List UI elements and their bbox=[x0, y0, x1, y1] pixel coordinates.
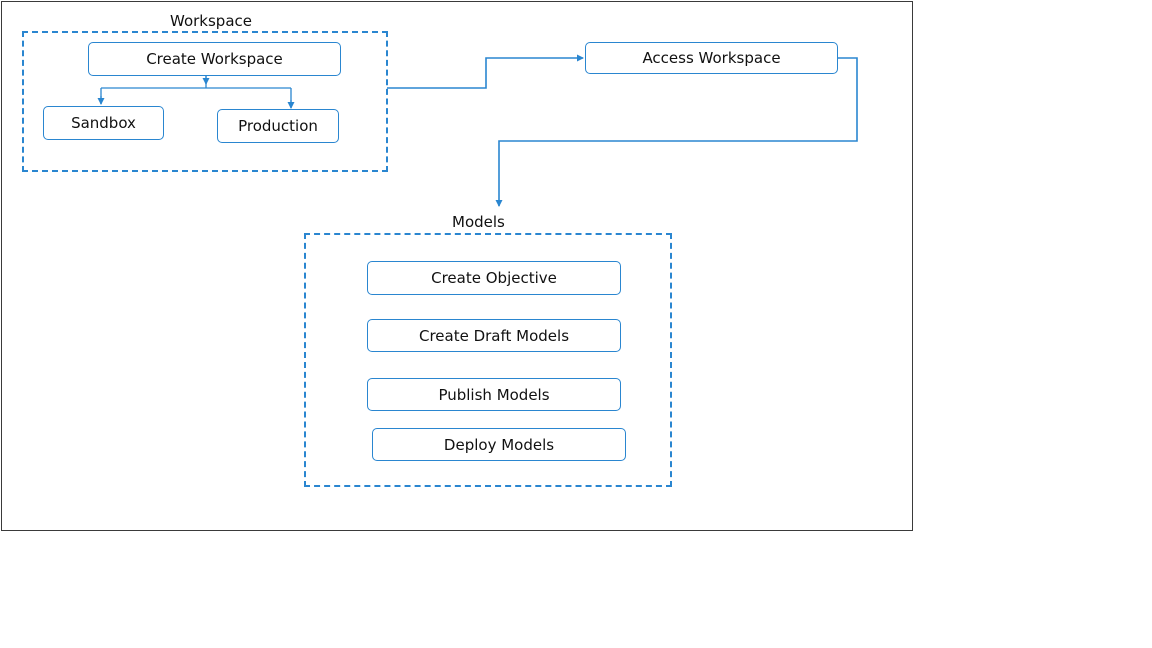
connector-workspace-to-access bbox=[387, 54, 584, 89]
create-workspace-node[interactable]: Create Workspace bbox=[88, 42, 341, 76]
workspace-group bbox=[22, 31, 388, 172]
models-group-label: Models bbox=[452, 213, 505, 231]
connector-access-to-models bbox=[495, 57, 858, 207]
diagram-frame bbox=[1, 1, 913, 531]
create-draft-models-node[interactable]: Create Draft Models bbox=[367, 319, 621, 352]
workspace-group-label: Workspace bbox=[170, 12, 252, 30]
models-group bbox=[304, 233, 672, 487]
access-workspace-node[interactable]: Access Workspace bbox=[585, 42, 838, 74]
publish-models-node[interactable]: Publish Models bbox=[367, 378, 621, 411]
production-node[interactable]: Production bbox=[217, 109, 339, 143]
deploy-models-node[interactable]: Deploy Models bbox=[372, 428, 626, 461]
sandbox-node[interactable]: Sandbox bbox=[43, 106, 164, 140]
create-objective-node[interactable]: Create Objective bbox=[367, 261, 621, 295]
